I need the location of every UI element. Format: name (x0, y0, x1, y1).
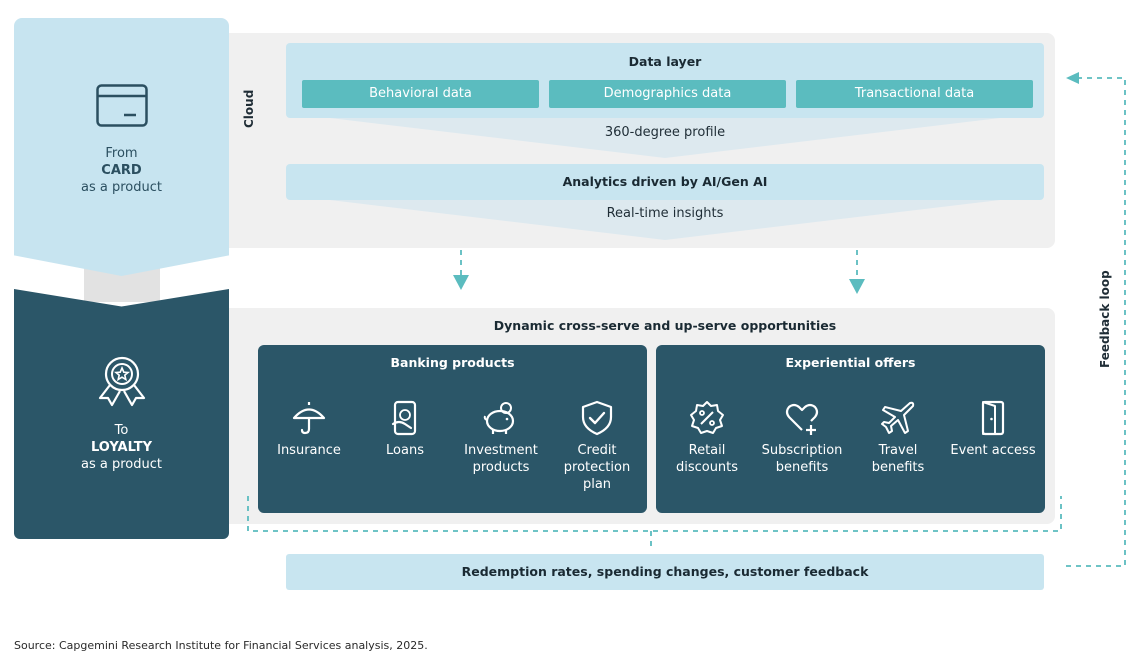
experiential-offers-box (656, 345, 1045, 513)
subscription-benefits-label: Subscription benefits (761, 443, 843, 475)
credit-card-icon (96, 84, 148, 127)
heart-plus-icon (785, 403, 819, 435)
feedback-arrowhead (1066, 72, 1079, 84)
behavioral-data-chip: Behavioral data (302, 80, 539, 108)
down-arrow-left (453, 275, 469, 290)
card-caption: From CARD as a product (14, 145, 229, 196)
piggy-bank-icon (483, 402, 515, 434)
airplane-icon (881, 401, 915, 434)
opportunities-title: Dynamic cross-serve and up-serve opportu… (493, 318, 837, 333)
card-shape (14, 18, 229, 276)
loan-hand-icon (391, 400, 417, 436)
redemption-box: Redemption rates, spending changes, cust… (286, 554, 1044, 590)
shield-check-icon (581, 400, 613, 436)
insights-label: Real-time insights (606, 206, 724, 221)
investment-products-label: Investment products (464, 443, 538, 475)
down-arrow-right (849, 279, 865, 294)
feedback-loop-label: Feedback loop (1098, 270, 1112, 368)
profile-label: 360-degree profile (604, 125, 726, 140)
award-badge-icon (98, 356, 146, 407)
experiential-offers-title: Experiential offers (785, 355, 916, 370)
travel-benefits-label: Travel benefits (871, 443, 925, 475)
demographics-data-chip: Demographics data (549, 80, 786, 108)
insurance-label: Insurance (277, 443, 341, 458)
door-icon (981, 400, 1005, 436)
card-caption-line3: as a product (81, 180, 162, 195)
credit-protection-item: Credit protection plan (552, 400, 642, 493)
retail-discounts-item: Retail discounts (662, 400, 752, 476)
loyalty-shape (14, 289, 229, 539)
insurance-item: Insurance (264, 400, 354, 459)
credit-protection-label: Credit protection plan (563, 443, 631, 492)
loyalty-caption-line3: as a product (81, 457, 162, 472)
transactional-data-chip: Transactional data (796, 80, 1033, 108)
source-note: Source: Capgemini Research Institute for… (14, 639, 428, 652)
subscription-benefits-item: Subscription benefits (757, 400, 847, 476)
banking-products-title: Banking products (390, 355, 515, 370)
travel-benefits-item: Travel benefits (853, 400, 943, 476)
discount-badge-icon (690, 401, 724, 434)
umbrella-icon (292, 402, 326, 435)
event-access-label: Event access (950, 443, 1036, 458)
card-caption-strong: CARD (101, 163, 142, 178)
investment-products-item: Investment products (456, 400, 546, 476)
loans-label: Loans (386, 443, 424, 458)
card-caption-line1: From (105, 146, 138, 161)
event-access-item: Event access (948, 400, 1038, 459)
loyalty-caption-strong: LOYALTY (90, 440, 153, 455)
loyalty-caption-line1: To (114, 423, 129, 438)
analytics-box: Analytics driven by AI/Gen AI (286, 164, 1044, 200)
loans-item: Loans (360, 400, 450, 459)
data-layer-title: Data layer (628, 54, 702, 69)
loyalty-caption: To LOYALTY as a product (14, 422, 229, 473)
banking-products-box (258, 345, 647, 513)
retail-discounts-label: Retail discounts (675, 443, 739, 475)
